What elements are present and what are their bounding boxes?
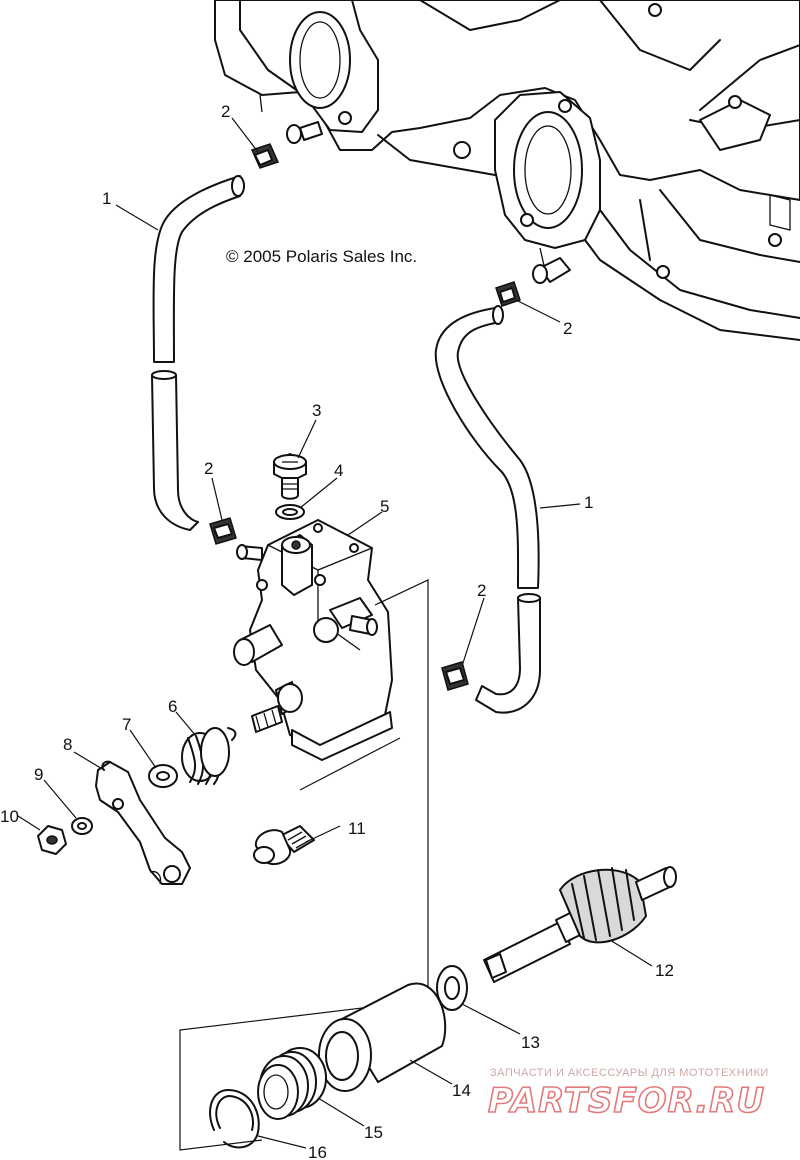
- hose-clamp-mid-left: [209, 517, 237, 545]
- hose-clamp-top-right: [495, 281, 521, 307]
- callout-clamp-top-right: 2: [563, 319, 572, 338]
- assembly-phantom-lines: [179, 579, 429, 1151]
- oil-hose-right: [434, 305, 541, 714]
- oil-pump-body: [233, 519, 393, 761]
- callout-lever: 8: [63, 735, 72, 754]
- lever-nut: [37, 825, 67, 855]
- callout-washer: 4: [334, 461, 343, 480]
- callout-nut: 10: [0, 807, 19, 826]
- callout-clamp-mid-right: 2: [477, 581, 486, 600]
- hose-clamp-mid-right: [441, 661, 469, 691]
- pump-mount-bolt: [253, 825, 315, 866]
- callout-hose-right: 1: [584, 493, 593, 512]
- watermark-caption: ЗАПЧАСТИ И АКСЕССУАРЫ ДЛЯ МОТОТЕХНИКИ: [490, 1067, 769, 1079]
- callout-hose-left: 1: [102, 189, 111, 208]
- callout-numbers: 1 2 2 2 3 4 5 1 2 6 7 8 9 10 11 12 13 14…: [0, 102, 674, 1160]
- hose-clamp-top-left: [250, 143, 280, 169]
- sealing-washer: [275, 504, 305, 520]
- thrust-washer: [436, 965, 468, 1011]
- cylinder-head-casting: [214, 0, 800, 341]
- callout-seal: 15: [364, 1123, 383, 1142]
- callout-drive-gear: 12: [655, 961, 674, 980]
- pump-bushing: [318, 982, 447, 1092]
- callout-pump: 5: [380, 497, 389, 516]
- callout-lock-washer: 9: [34, 765, 43, 784]
- callout-snap-ring: 16: [308, 1143, 327, 1160]
- oil-seal: [257, 1047, 327, 1120]
- head-fitting-left: [286, 121, 323, 144]
- control-lever: [95, 760, 191, 885]
- leader-lines: [17, 117, 653, 1149]
- callout-washer-lever: 7: [122, 715, 131, 734]
- lever-washer: [148, 764, 178, 788]
- return-spring: [181, 727, 237, 785]
- snap-ring: [209, 1089, 260, 1149]
- head-fitting-right: [532, 257, 571, 284]
- callout-screw: 3: [312, 401, 321, 420]
- copyright-notice: © 2005 Polaris Sales Inc.: [226, 247, 417, 266]
- callout-spring: 6: [168, 697, 177, 716]
- pump-drive-gear: [483, 866, 677, 983]
- callout-clamp-mid-left: 2: [204, 459, 213, 478]
- banjo-screw: [273, 453, 307, 500]
- callout-clamp-top-left: 2: [221, 102, 230, 121]
- callout-bolt: 11: [348, 819, 366, 838]
- callout-bushing: 14: [452, 1081, 471, 1100]
- callout-thrust-washer: 13: [521, 1033, 540, 1052]
- watermark-logo: PARTSFOR.RU: [488, 1081, 765, 1121]
- lock-washer: [71, 817, 93, 835]
- watermark: ЗАПЧАСТИ И АКСЕССУАРЫ ДЛЯ МОТОТЕХНИКИ PA…: [487, 1067, 769, 1122]
- oil-hose-left: [151, 175, 245, 531]
